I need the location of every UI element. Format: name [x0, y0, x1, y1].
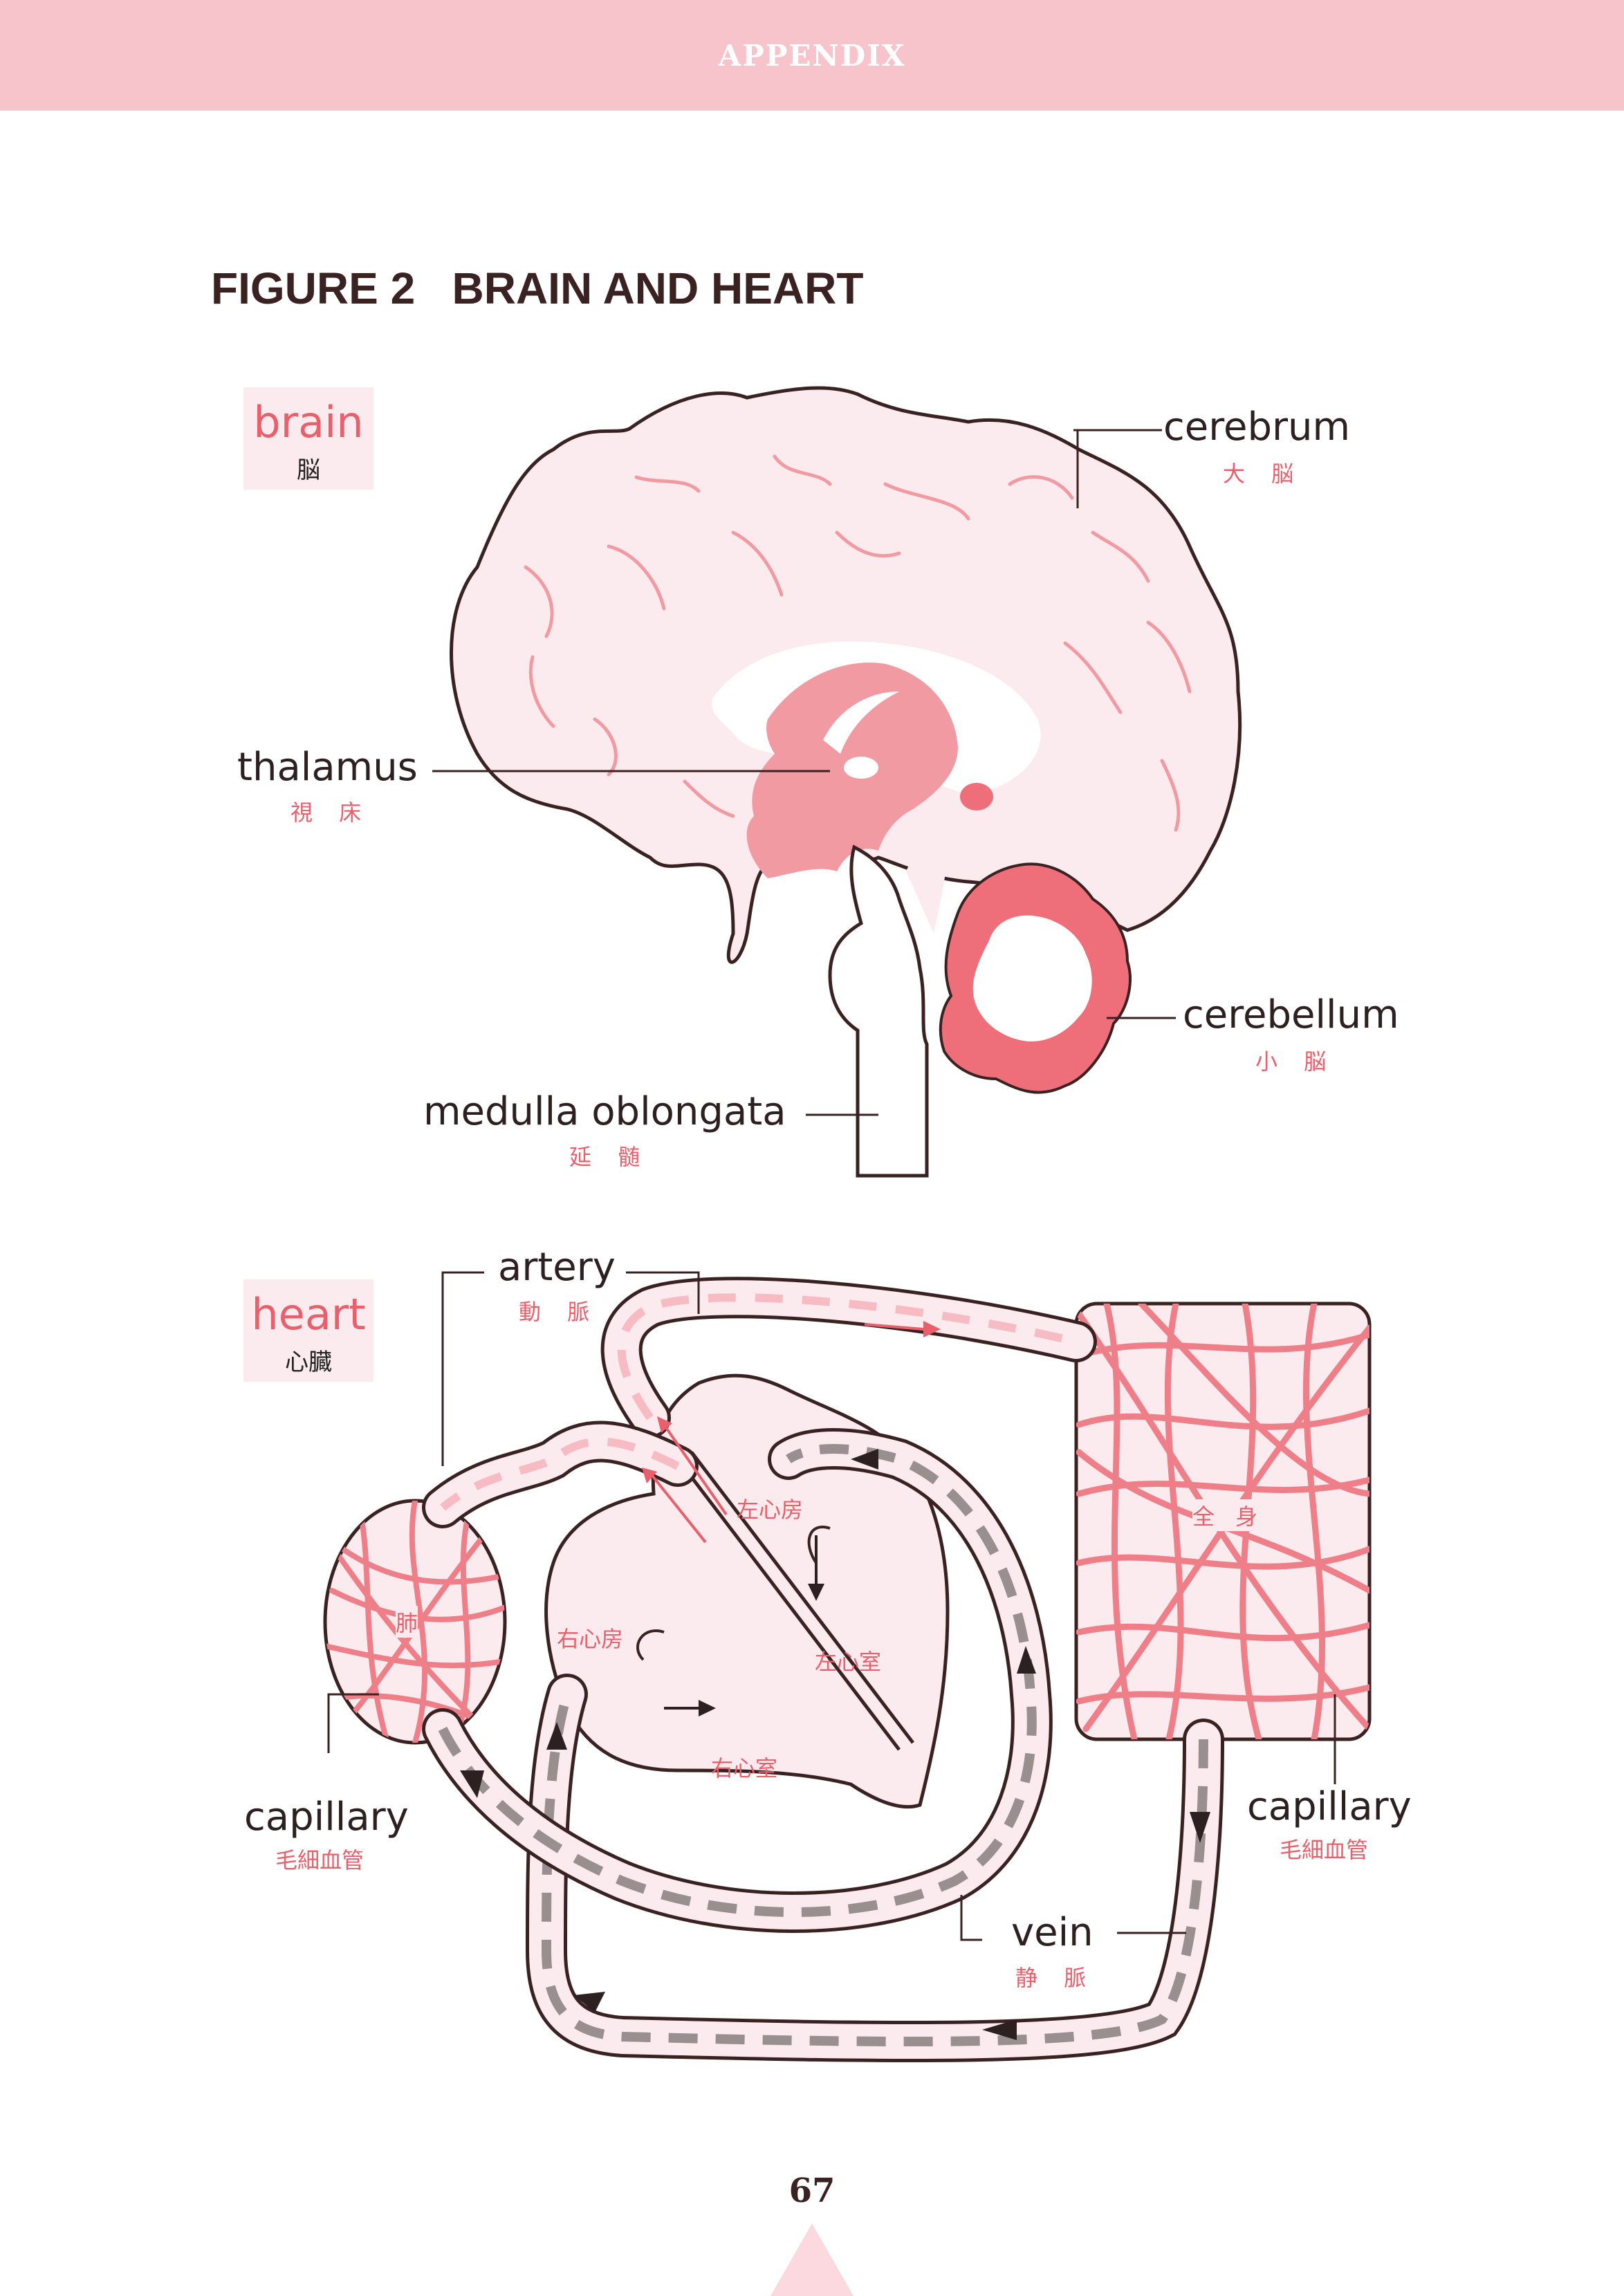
capillary-left-leader — [327, 1693, 379, 1753]
lung-shape — [323, 1499, 507, 1745]
capillary-left-label: capillary — [244, 1795, 409, 1840]
capillary-right-label-jp: 毛細血管 — [1280, 1837, 1369, 1863]
flow-arrows — [460, 1321, 1210, 2040]
heart-tag-label-jp: 心臓 — [285, 1349, 332, 1376]
right-ventricle-label: 右心室 — [711, 1755, 778, 1781]
cerebrum-leader — [1073, 429, 1162, 508]
vein-leader — [960, 1895, 1186, 1941]
cerebellum-label-jp: 小 脳 — [1255, 1048, 1336, 1075]
brain-illustration — [432, 386, 1242, 1178]
section-header: APPENDIX — [718, 39, 906, 73]
medulla-label-jp: 延 髄 — [569, 1144, 650, 1170]
thalamus-label: thalamus — [237, 745, 418, 790]
brain-tag-label: brain — [253, 397, 364, 447]
cerebrum-label: cerebrum — [1163, 405, 1351, 450]
page-number: 67 — [788, 2172, 836, 2210]
vein-label-jp: 静 脈 — [1015, 1965, 1096, 1991]
lung-label: 肺 — [396, 1606, 418, 1638]
brainstem-shape — [828, 844, 929, 1178]
header-band — [0, 0, 1624, 111]
heart-tag: heart 心臓 — [243, 1279, 373, 1382]
artery-label-jp: 動 脈 — [519, 1299, 600, 1325]
medulla-label: medulla oblongata — [423, 1089, 786, 1134]
brain-tag: brain 脳 — [243, 387, 373, 490]
thalamus-label-jp: 視 床 — [290, 799, 371, 826]
capillary-left-label-jp: 毛細血管 — [275, 1847, 365, 1873]
right-atrium-label: 右心房 — [557, 1626, 624, 1652]
heart-tag-label: heart — [251, 1289, 366, 1340]
circulation-illustration — [323, 1271, 1372, 2063]
artery-leader-left — [441, 1271, 484, 1466]
capillary-right-label: capillary — [1247, 1784, 1412, 1829]
artery-label: artery — [498, 1245, 616, 1290]
left-ventricle-label: 左心室 — [815, 1649, 882, 1675]
vein-label: vein — [1011, 1910, 1094, 1955]
page-tab-decoration — [771, 2223, 853, 2296]
whole-body-label: 全 身 — [1192, 1499, 1265, 1531]
cerebellum-label: cerebellum — [1183, 992, 1399, 1037]
brain-tag-label-jp: 脳 — [297, 456, 320, 484]
figure-title: FIGURE 2 BRAIN AND HEART — [211, 263, 864, 313]
left-atrium-label: 左心房 — [737, 1497, 804, 1523]
cerebrum-label-jp: 大 脳 — [1223, 461, 1304, 487]
heart-shape — [544, 1373, 950, 1809]
artery-leader-right — [626, 1271, 700, 1314]
